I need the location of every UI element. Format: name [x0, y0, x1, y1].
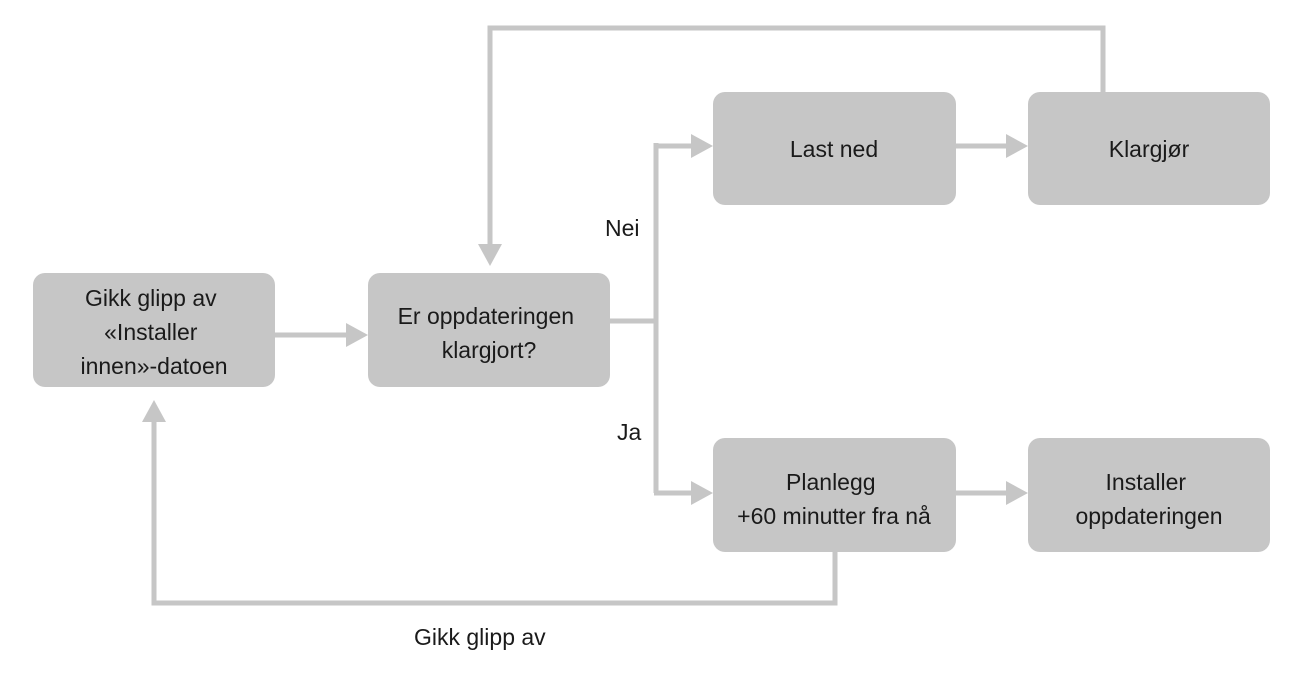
node-update-prepared-label: Er oppdateringen klargjort?: [398, 303, 581, 363]
arrow-head-prepare: [1006, 134, 1028, 158]
edge-schedule-missed-loop: [151, 420, 838, 606]
node-install-line-2: oppdateringen: [1075, 503, 1222, 529]
node-install-line-1: Installer: [1106, 469, 1187, 495]
edge-label-yes: Ja: [617, 419, 642, 445]
node-schedule-line-1: Planlegg: [786, 469, 876, 495]
node-prepare-line-1: Klargjør: [1109, 136, 1190, 162]
node-update-prepared: Er oppdateringen klargjort?: [368, 273, 610, 387]
node-missed-deadline-line-1: Gikk glipp av: [85, 285, 217, 311]
connectors: [142, 25, 1106, 606]
node-missed-deadline-label: Gikk glipp av «Installer innen»-datoen: [80, 285, 227, 379]
arrow-head-prepared-top: [478, 244, 502, 266]
arrow-head-prepared-left: [346, 323, 368, 347]
node-download-label: Last ned: [790, 136, 878, 162]
node-install-label: Installer oppdateringen: [1075, 469, 1222, 529]
node-prepare-label: Klargjør: [1109, 136, 1190, 162]
arrow-head-download: [691, 134, 713, 158]
node-update-prepared-line-2: klargjort?: [442, 337, 537, 363]
node-schedule-label: Planlegg +60 minutter fra nå: [737, 469, 931, 529]
node-missed-deadline-line-3: innen»-datoen: [80, 353, 227, 379]
node-prepare: Klargjør: [1028, 92, 1270, 205]
arrow-head-schedule: [691, 481, 713, 505]
node-install: Installer oppdateringen: [1028, 438, 1270, 552]
node-missed-deadline-line-2: «Installer: [104, 319, 198, 345]
node-download-line-1: Last ned: [790, 136, 878, 162]
edge-label-missed: Gikk glipp av: [414, 624, 546, 650]
node-download: Last ned: [713, 92, 956, 205]
node-schedule-line-2: +60 minutter fra nå: [737, 503, 931, 529]
node-schedule: Planlegg +60 minutter fra nå: [713, 438, 956, 552]
arrow-head-install: [1006, 481, 1028, 505]
edge-prepare-loop-back: [487, 25, 1106, 246]
node-update-prepared-line-1: Er oppdateringen: [398, 303, 574, 329]
edge-label-no: Nei: [605, 215, 640, 241]
arrow-head-missed-bottom: [142, 400, 166, 422]
node-missed-deadline: Gikk glipp av «Installer innen»-datoen: [33, 273, 275, 387]
